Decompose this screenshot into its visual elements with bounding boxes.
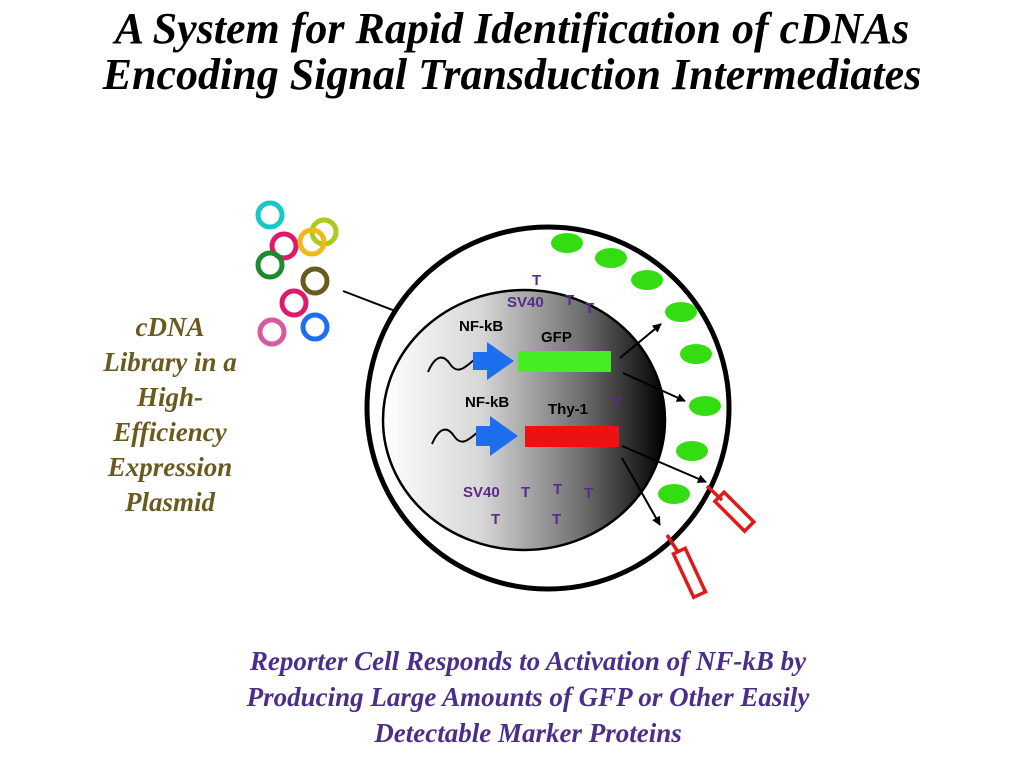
nfkb-promoter-arrow [476, 416, 518, 456]
gfp-spot [665, 302, 697, 322]
library-line-6: Plasmid [124, 487, 215, 517]
gfp-spot [658, 484, 690, 504]
t-antigen-label: T [613, 395, 622, 412]
library-line-5: Expression [107, 452, 233, 482]
thy1-reporter-construct: NF-kB Thy-1 [431, 394, 619, 456]
gfp-expression-arrow [619, 323, 662, 359]
page-title: A System for Rapid Identification of cDN… [0, 6, 1024, 98]
gfp-gene [518, 351, 611, 372]
plasmid-ring [279, 288, 309, 318]
gfp-proteins [551, 233, 721, 504]
gfp-expression-arrow [622, 372, 686, 402]
t-antigen-label: T [553, 481, 562, 498]
figure-caption: Reporter Cell Responds to Activation of … [120, 643, 936, 751]
marker-stem [705, 484, 724, 502]
t-antigen-label: T [532, 272, 541, 289]
sv40-label: SV40 [507, 294, 544, 311]
plasmid-ring [255, 200, 285, 230]
marker-head [671, 545, 708, 600]
t-antigen-label: T [585, 300, 594, 317]
plasmid-ring [300, 266, 330, 296]
t-antigen-label: T [521, 484, 530, 501]
plasmid-library [255, 200, 339, 347]
t-antigen-label: T [552, 511, 561, 528]
promoter-label: NF-kB [459, 318, 503, 335]
caption-line-3: Detectable Marker Proteins [374, 718, 682, 748]
gfp-reporter-construct: NF-kB GFP [427, 318, 611, 380]
library-line-2: Library in a [103, 347, 237, 377]
nucleus [381, 288, 667, 552]
t-antigen-label: T [565, 292, 574, 309]
gfp-spot [689, 396, 721, 416]
gfp-spot [680, 344, 712, 364]
gfp-spot [676, 441, 708, 461]
gene-label-gfp: GFP [541, 329, 572, 346]
plasmid-ring [255, 250, 285, 280]
gfp-spot [551, 233, 583, 253]
caption-line-1: Reporter Cell Responds to Activation of … [249, 646, 807, 676]
t-antigen-label: T [584, 485, 593, 502]
thy1-expression-arrow [621, 445, 707, 483]
title-line-1: A System for Rapid Identification of cDN… [114, 4, 910, 53]
promoter-label: NF-kB [465, 394, 509, 411]
t-antigen-label: T [491, 511, 500, 528]
plasmid-ring [297, 227, 327, 257]
title-line-2: Encoding Signal Transduction Intermediat… [102, 50, 922, 99]
library-line-4: Efficiency [113, 417, 227, 447]
gfp-spot [631, 270, 663, 290]
dna-strand [431, 428, 479, 445]
library-line-1: cDNA [135, 312, 205, 342]
dna-strand [427, 356, 475, 373]
gene-label-thy1: Thy-1 [548, 401, 588, 418]
plasmid-ring [269, 231, 299, 261]
plasmid-ring [300, 312, 330, 342]
gfp-spot [595, 248, 627, 268]
thy1-expression-arrow [621, 457, 661, 526]
thy1-gene [525, 426, 619, 447]
library-line-3: High- [136, 382, 203, 412]
caption-line-2: Producing Large Amounts of GFP or Other … [246, 682, 810, 712]
thy1-surface-marker [665, 534, 708, 600]
sv40-label: SV40 [463, 484, 500, 501]
nfkb-promoter-arrow [473, 342, 514, 380]
marker-stem [665, 534, 680, 553]
sv40-t-antigen-labels: T SV40 T T T SV40 T T T T T [463, 272, 622, 528]
plasmid-ring [257, 317, 287, 347]
thy1-surface-marker [705, 484, 757, 534]
cdna-library-label: cDNA Library in a High- Efficiency Expre… [80, 310, 260, 520]
